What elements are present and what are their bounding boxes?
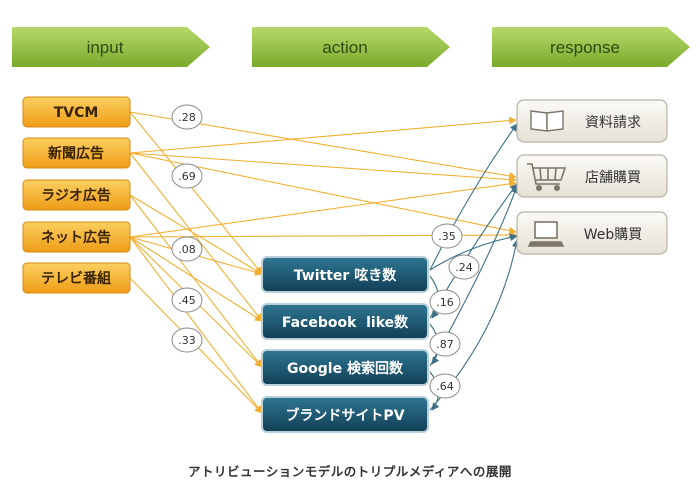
coefficient-value: .45 [178,294,196,307]
action-box-brand: ブランドサイトPV [261,396,429,433]
input-label-radio: ラジオ広告 [41,187,111,204]
input-box-radio: ラジオ広告 [22,179,131,211]
input-box-tv: テレビ番組 [22,262,131,294]
response-box-shiryo-bg [516,99,668,143]
response-column: 資料請求 店舗購買 Web購買 [516,99,668,255]
coefficient-value: .28 [178,111,196,124]
coefficient-bubble: .64 [429,373,461,399]
action-label-facebook: Facebook like数 [282,314,409,331]
input-box-shinbun: 新聞広告 [22,137,131,169]
action-label-twitter: Twitter 呟き数 [294,267,397,284]
action-box-google-bg [261,349,429,386]
input-box-radio-bg [22,179,131,211]
connector-twitter-shiryo [429,123,518,271]
connector-shinbun-tenpo [129,152,517,184]
input-label-tv: テレビ番組 [41,270,111,287]
coefficient-value: .08 [178,243,196,256]
coefficient-bubble: .24 [448,254,480,280]
coefficient-value: .69 [178,170,196,183]
coefficient-bubble: .69 [171,163,203,189]
response-label-shiryo: 資料請求 [585,115,641,131]
book-icon [530,110,564,132]
input-box-tvcm-bg [22,96,131,128]
action-box-facebook: Facebook like数 [261,303,429,340]
header-input-arrow [12,27,210,67]
connector-net-brand [129,236,263,414]
response-label-web: Web購買 [584,227,643,243]
header-action: action [252,27,450,67]
header-response: response [492,27,690,67]
coefficient-value: .87 [436,338,454,351]
header-response-arrow [492,27,690,67]
action-box-google: Google 検索回数 [261,349,429,386]
coefficient-value: .64 [436,380,454,393]
input-box-tv-bg [22,262,131,294]
input-box-shinbun-bg [22,137,131,169]
coefficient-labels: .28 .69 .08 .45 .33 .35 .24 .16 [171,104,480,399]
coefficient-bubble: .28 [171,104,203,130]
connector-shinbun-shiryo [129,116,517,154]
response-box-web: Web購買 [516,211,668,255]
header-action-arrow [252,27,450,67]
header-input-label: input [87,38,124,57]
action-box-twitter: Twitter 呟き数 [261,256,429,293]
action-label-google: Google 検索回数 [287,360,404,377]
input-label-shinbun: 新聞広告 [48,145,104,162]
input-box-net: ネット広告 [22,221,131,253]
input-to-response-connectors [129,111,517,239]
coefficient-value: .24 [455,261,473,274]
action-column: Twitter 呟き数 Facebook like数 Google 検索回数 ブ… [261,256,429,433]
action-box-facebook-bg [261,303,429,340]
coefficient-bubble: .16 [429,289,461,315]
shopping-cart-icon [527,163,567,192]
header-input: input [12,27,210,67]
connector-net-tenpo [129,180,517,238]
action-label-brand: ブランドサイトPV [285,407,404,424]
response-label-tenpo: 店舗購買 [585,170,641,186]
coefficient-bubble: .87 [429,331,461,357]
coefficient-bubble: .08 [171,236,203,262]
action-box-twitter-bg [261,256,429,293]
coefficient-bubble: .45 [171,287,203,313]
response-box-tenpo: 店舗購買 [516,154,668,198]
input-box-net-bg [22,221,131,253]
connector-tvcm-twitter [129,111,263,275]
input-box-tvcm: TVCM [22,96,131,128]
input-label-net: ネット広告 [41,229,111,246]
action-box-brand-bg [261,396,429,433]
connector-net-facebook [129,236,263,322]
header-response-label: response [550,38,620,57]
coefficient-value: .35 [438,230,456,243]
connector-radio-twitter [129,194,263,275]
input-column: TVCM 新聞広告 ラジオ広告 ネット広告 テレビ番組 [22,96,131,294]
coefficient-bubble: .35 [431,223,463,249]
response-box-shiryo: 資料請求 [516,99,668,143]
input-label-tvcm: TVCM [54,105,99,121]
coefficient-bubble: .33 [171,327,203,353]
connector-radio-google [129,194,263,368]
computer-icon [527,221,565,247]
coefficient-value: .33 [178,334,196,347]
diagram-caption: アトリビューションモデルのトリプルメディアへの展開 [188,464,512,479]
header-action-label: action [322,38,367,57]
coefficient-value: .16 [436,296,454,309]
